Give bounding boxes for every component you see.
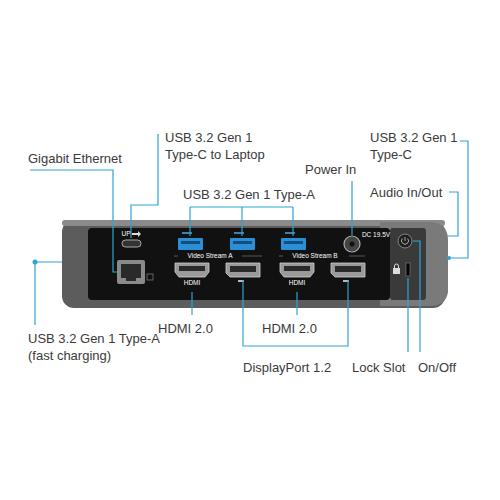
callout-label: Gigabit Ethernet: [28, 150, 122, 167]
dock-side: [380, 222, 448, 306]
port-label: Video Stream B: [283, 252, 347, 260]
leader-lines: [30, 134, 468, 352]
video-ports: [175, 263, 365, 277]
power-jack: [344, 236, 360, 252]
port-label: Video Stream A: [178, 252, 242, 260]
port-label: HDMI: [176, 279, 208, 287]
power-symbol: [402, 237, 409, 244]
port-label: DC 19.5V: [361, 231, 391, 239]
callout-label: USB 3.2 Gen 1 Type-C: [370, 129, 470, 163]
lock-icon: [393, 268, 400, 274]
callout-label: Power In: [305, 161, 356, 178]
power-button: [398, 234, 412, 248]
usb-c-port: [122, 240, 141, 247]
lock-shackle: [395, 264, 399, 268]
callout-label: On/Off: [418, 359, 456, 376]
ethernet-socket: [121, 264, 141, 281]
callout-label: USB 3.2 Gen 1 Type-C to Laptop: [165, 129, 283, 163]
upstream-icon: [132, 231, 141, 237]
ethernet-port: [117, 260, 145, 284]
port-label: UP: [120, 230, 132, 238]
port-label: HDMI: [281, 279, 313, 287]
power-jack-pin: [350, 242, 355, 247]
callout-label: Audio In/Out: [370, 184, 442, 201]
callout-label: Lock Slot: [352, 359, 405, 376]
callout-label: DisplayPort 1.2: [243, 359, 331, 376]
lock-slot: [406, 263, 410, 276]
callout-label: HDMI 2.0: [158, 320, 213, 337]
dock-body: [62, 220, 445, 308]
leader-dots: [33, 256, 452, 265]
callout-label: USB 3.2 Gen 1 Type-A: [183, 186, 315, 203]
network-icon: [147, 274, 153, 280]
video-port-sockets: [179, 266, 361, 272]
callout-label: HDMI 2.0: [262, 320, 317, 337]
rear-panel: [88, 228, 390, 300]
callout-label: USB 3.2 Gen 1 Type-A (fast charging): [28, 330, 178, 364]
